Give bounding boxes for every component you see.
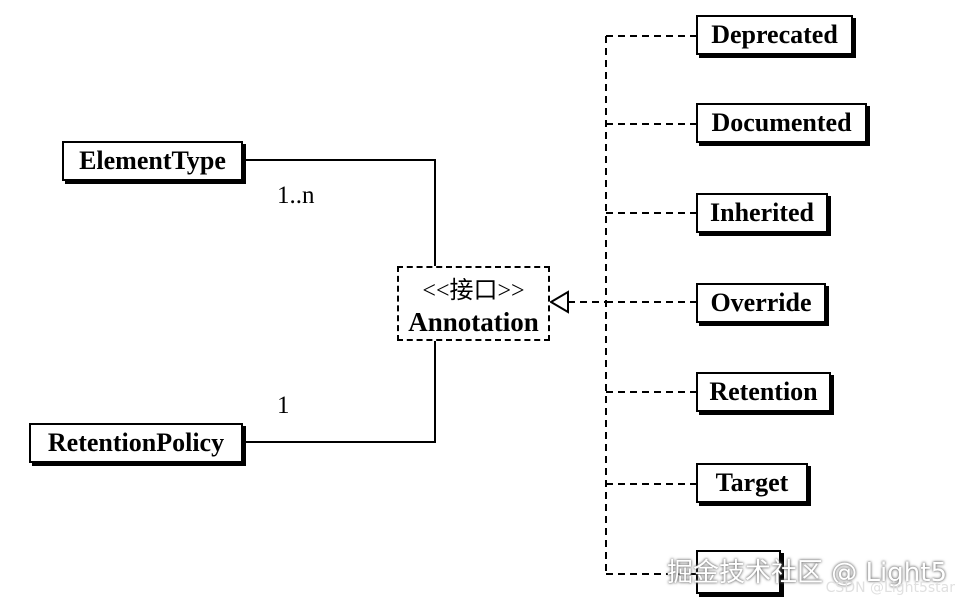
class-elementtype-label: ElementType xyxy=(79,146,226,175)
multiplicity-retentionpolicy: 1 xyxy=(277,392,290,419)
class-documented-label: Documented xyxy=(711,108,852,137)
class-elementtype: ElementType xyxy=(62,141,243,181)
watermark-main: 掘金技术社区 @ Light5 xyxy=(667,558,947,588)
class-inherited: Inherited xyxy=(696,193,828,233)
class-retention-label: Retention xyxy=(709,377,818,406)
class-deprecated-label: Deprecated xyxy=(711,20,838,49)
watermark-sub: CSDN @Light5star xyxy=(825,580,955,596)
elementtype-association-line xyxy=(245,159,436,266)
interface-stereotype: <<接口>> xyxy=(422,278,525,304)
class-documented: Documented xyxy=(696,103,867,143)
interface-name: Annotation xyxy=(408,307,539,337)
realization-arrowhead xyxy=(549,290,569,314)
class-override-label: Override xyxy=(710,288,812,317)
multiplicity-elementtype: 1..n xyxy=(277,182,315,209)
class-inherited-label: Inherited xyxy=(710,198,814,227)
class-retentionpolicy-label: RetentionPolicy xyxy=(47,428,225,457)
class-target-label: Target xyxy=(715,468,789,497)
class-override: Override xyxy=(696,283,826,323)
class-deprecated: Deprecated xyxy=(696,15,853,55)
class-target: Target xyxy=(696,463,808,503)
class-retention: Retention xyxy=(696,372,831,412)
retentionpolicy-association-line xyxy=(245,340,436,443)
class-retentionpolicy: RetentionPolicy xyxy=(29,423,243,463)
class-partial-bottom xyxy=(696,550,781,594)
interface-annotation: <<接口>> Annotation xyxy=(397,266,550,341)
